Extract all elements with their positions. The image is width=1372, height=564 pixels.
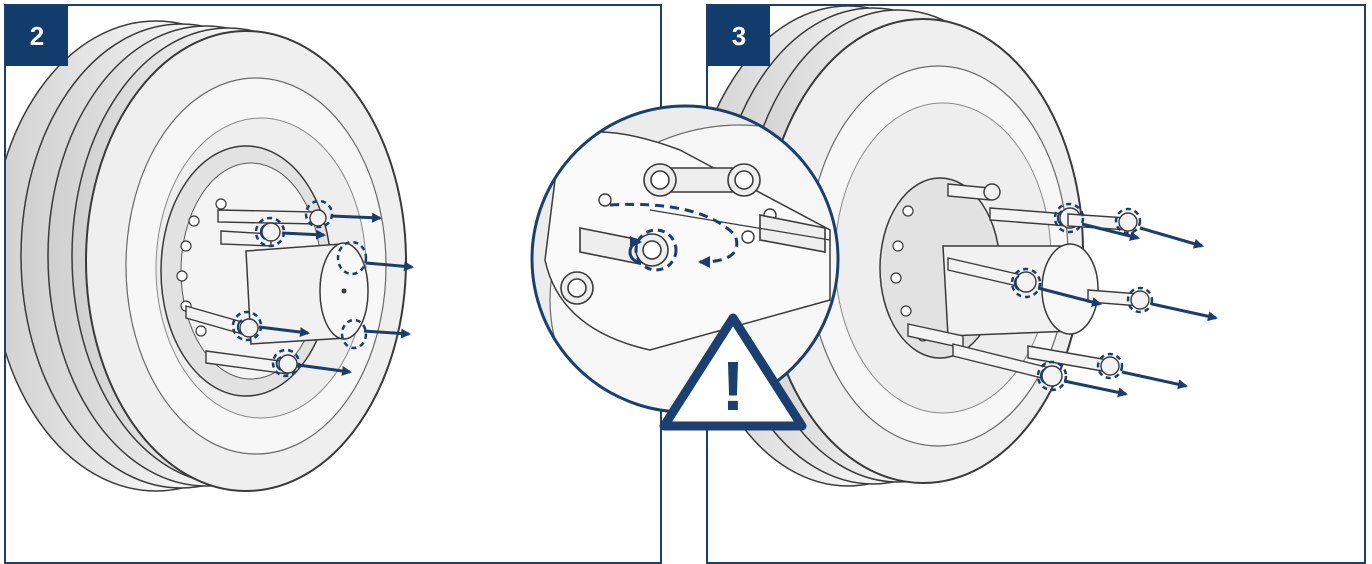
step-panel-3: 3	[706, 4, 1366, 564]
rotation-hints	[1013, 210, 1063, 384]
step-number-badge-2: 2	[6, 6, 68, 66]
rotation-hints	[236, 224, 282, 371]
removal-arrows	[258, 212, 414, 376]
step-number-badge-3: 3	[708, 6, 770, 66]
highlight-circles	[1010, 202, 1154, 392]
roller-illustration-2	[6, 20, 414, 492]
assembly-instruction-figure: 2	[4, 4, 1366, 564]
step-panel-2: 2	[4, 4, 662, 564]
flange-holes	[176, 198, 227, 337]
removal-arrows	[1037, 222, 1218, 398]
roller-illustration-3	[708, 6, 1218, 487]
flange-holes	[890, 205, 929, 342]
shaft	[245, 242, 369, 345]
